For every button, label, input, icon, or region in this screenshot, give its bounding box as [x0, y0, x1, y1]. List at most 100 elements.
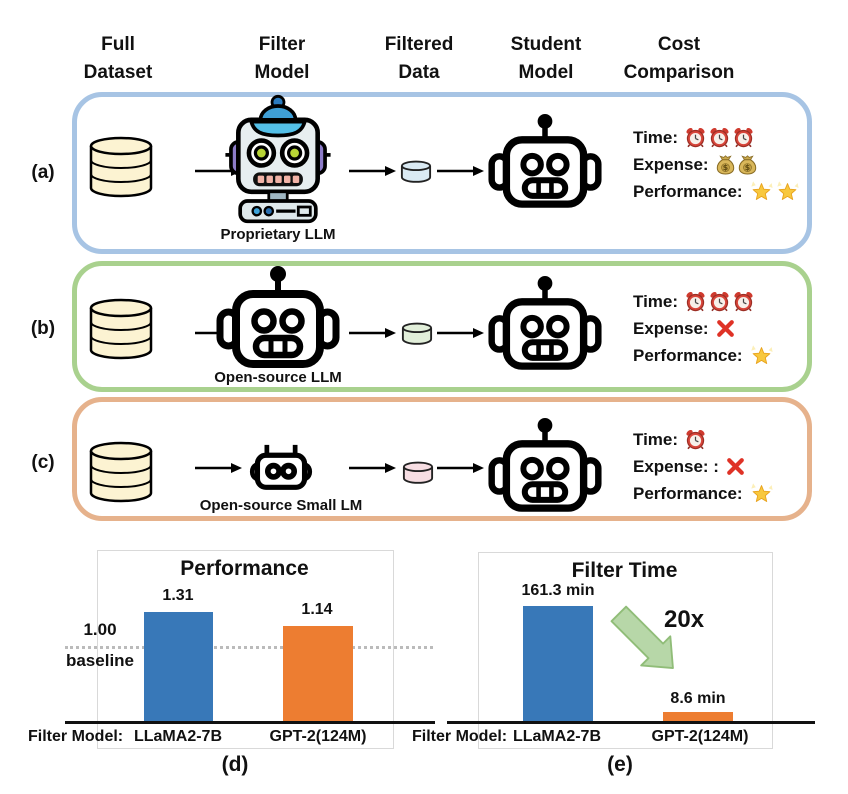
bar-gpt2-filter-time: [663, 712, 733, 721]
cost-line: Performance:: [633, 178, 828, 205]
header-line: Dataset: [83, 62, 153, 83]
cost-line-label: Performance:: [633, 181, 743, 201]
bar-value-label: 1.14: [301, 601, 333, 618]
filtered-data-cylinder-icon: [401, 322, 433, 350]
open-source-small-lm-robot-icon: [248, 443, 314, 497]
category-label-gpt2: GPT-2(124M): [651, 728, 749, 745]
arrow-icon: [348, 461, 396, 480]
red-x-icon: [716, 319, 735, 338]
header-full-dataset: Full Dataset: [28, 31, 208, 87]
header-filtered-data: Filtered Data: [329, 31, 509, 87]
x-axis-label: Filter Model:: [28, 728, 124, 745]
alarm-clock-icon: [709, 291, 730, 312]
pipeline-row-b-box: [72, 261, 812, 392]
glowing-star-icon: [750, 344, 773, 367]
filter-model-label: Proprietary LLM: [220, 226, 336, 243]
arrow-icon: [436, 461, 484, 480]
svg-text:$: $: [722, 163, 727, 172]
cost-line-label: Time:: [633, 291, 679, 311]
subfigure-caption-e: (e): [607, 753, 633, 776]
money-bag-icon: $: [738, 154, 757, 175]
filter-model-label: Open-source Small LM: [199, 497, 363, 514]
cost-line-label: Performance:: [633, 483, 743, 503]
alarm-clock-icon: [733, 127, 754, 148]
header-line: Data: [398, 62, 440, 83]
category-label-llama2: LLaMA2-7B: [133, 728, 222, 745]
alarm-clock-icon: [685, 127, 706, 148]
bar-value-label: 1.31: [162, 587, 194, 604]
pipeline-row-a-box: [72, 92, 812, 254]
header-filter-model: Filter Model: [192, 31, 372, 87]
database-icon: [88, 136, 154, 203]
cost-comparison-b: Time: Expense: Performance:: [633, 288, 828, 369]
row-tag-a: (a): [31, 162, 55, 183]
student-robot-head-icon: [488, 112, 602, 213]
cost-line: Expense: $ $: [633, 151, 828, 178]
bar-llama2-performance: [144, 612, 213, 721]
arrow-icon: [436, 326, 484, 345]
row-tag-b: (b): [30, 318, 56, 339]
baseline-text-label: baseline: [65, 651, 135, 670]
header-line: Comparison: [623, 62, 735, 83]
header-cost-comparison: Cost Comparison: [589, 31, 769, 87]
glowing-star-icon: [776, 180, 799, 203]
filter-model-label: Open-source LLM: [214, 369, 342, 386]
bar-gpt2-performance: [283, 626, 353, 721]
category-label-llama2: LLaMA2-7B: [512, 728, 601, 745]
bar-value-label: 161.3 min: [521, 582, 595, 599]
subfigure-caption-d: (d): [221, 753, 249, 776]
alarm-clock-icon: [709, 127, 730, 148]
student-robot-head-icon: [488, 274, 602, 375]
cost-line-label: Performance:: [633, 345, 743, 365]
open-source-llm-robot-icon: [216, 264, 340, 373]
speedup-annotation: 20x: [664, 606, 705, 633]
filtered-data-cylinder-icon: [400, 160, 432, 188]
bar-value-label: 8.6 min: [670, 690, 726, 707]
proprietary-robot-icon: [218, 94, 338, 230]
database-icon: [88, 441, 154, 508]
chart-title-performance: Performance: [180, 557, 309, 580]
cost-line: Expense:: [633, 315, 828, 342]
glowing-star-icon: [750, 180, 773, 203]
alarm-clock-icon: [685, 291, 706, 312]
database-icon: [88, 298, 154, 365]
category-label-gpt2: GPT-2(124M): [269, 728, 367, 745]
header-line: Full: [101, 34, 135, 55]
x-axis-label: Filter Model:: [412, 728, 508, 745]
cost-line-label: Time:: [633, 429, 679, 449]
cost-line: Time:: [633, 288, 828, 315]
money-bag-icon: $: [716, 154, 735, 175]
header-line: Student: [510, 34, 582, 55]
header-line: Filtered: [384, 34, 454, 55]
cost-line: Performance:: [633, 342, 828, 369]
arrow-icon: [348, 326, 396, 345]
header-line: Model: [254, 62, 310, 83]
cost-line: Time:: [633, 124, 828, 151]
cost-line: Performance:: [633, 480, 828, 507]
header-line: Model: [518, 62, 574, 83]
cost-line-label: Expense:: [633, 318, 709, 338]
header-line: Filter: [258, 34, 306, 55]
alarm-clock-icon: [733, 291, 754, 312]
cost-comparison-a: Time:Expense:$$Performance:: [633, 124, 828, 205]
svg-text:$: $: [744, 163, 749, 172]
bar-llama2-filter-time: [523, 606, 593, 721]
alarm-clock-icon: [685, 429, 706, 450]
baseline-value-label: 1.00: [83, 620, 117, 639]
cost-line-label: Time:: [633, 127, 679, 147]
red-x-icon: [726, 457, 745, 476]
chart-title-filter-time: Filter Time: [571, 559, 678, 582]
arrow-icon: [194, 461, 242, 480]
filtered-data-cylinder-icon: [402, 461, 434, 489]
x-axis-filter-time: [447, 721, 815, 724]
header-student-model: Student Model: [456, 31, 636, 87]
cost-line: Time:: [633, 426, 828, 453]
glowing-star-icon: [750, 482, 773, 505]
cost-line-label: Expense:: [633, 154, 709, 174]
student-robot-head-icon: [488, 416, 602, 517]
arrow-icon: [436, 164, 484, 183]
cost-line-label: Expense: :: [633, 456, 719, 476]
cost-comparison-c: Time: Expense: : Performance:: [633, 426, 828, 507]
header-line: Cost: [657, 34, 701, 55]
